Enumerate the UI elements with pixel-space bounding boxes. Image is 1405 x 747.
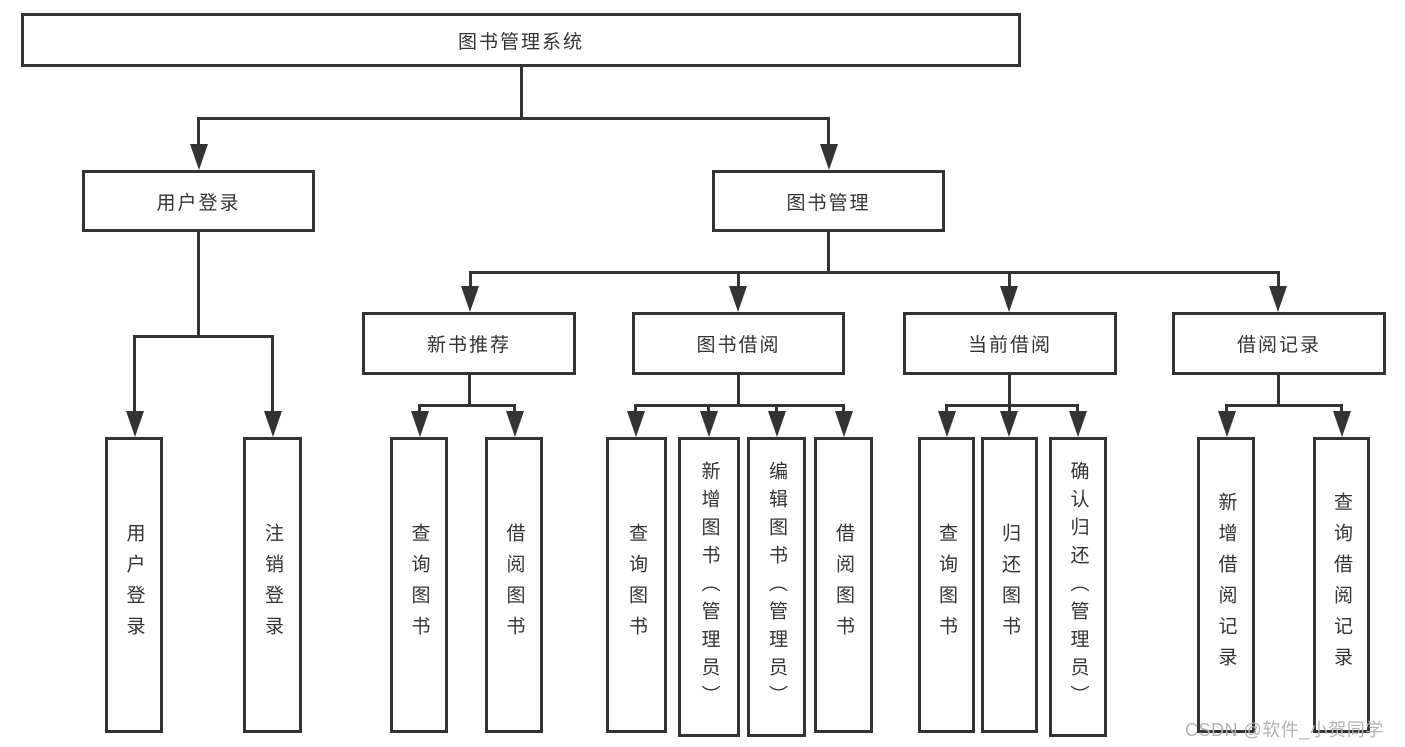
leaf-add-borrow-record: 新增借阅记录 [1197, 437, 1255, 733]
arrow-down-icon [700, 411, 718, 437]
connector-stem [133, 335, 136, 415]
connector-root-stub [520, 65, 523, 119]
arrow-down-icon [1069, 411, 1087, 437]
node-current-borrow: 当前借阅 [903, 312, 1117, 375]
arrow-down-icon [1000, 286, 1018, 312]
leaf-label: 查询图书 [936, 523, 957, 647]
connector-stub [468, 374, 471, 407]
leaf-label: 借阅图书 [833, 523, 854, 647]
connector-stem [945, 404, 948, 415]
leaf-user-login: 用户登录 [105, 437, 163, 733]
connector-userlogin-rail [133, 335, 274, 338]
connector-stem [634, 404, 637, 415]
node-book-management: 图书管理 [712, 170, 945, 232]
arrow-down-icon [1218, 411, 1236, 437]
connector-rail [418, 404, 516, 407]
arrow-down-icon [1269, 286, 1287, 312]
arrow-down-icon [411, 411, 429, 437]
node-label: 图书借阅 [696, 335, 781, 356]
node-new-book-recommend: 新书推荐 [362, 312, 576, 375]
leaf-query-books-borrow: 查询图书 [606, 437, 667, 733]
connector-bookmgmt-stub [827, 231, 830, 274]
arrow-down-icon [768, 411, 786, 437]
leaf-label: 注销登录 [262, 523, 283, 647]
leaf-label: 新增图书（管理员） [698, 461, 720, 713]
arrow-down-icon [835, 411, 853, 437]
leaf-add-book-admin: 新增图书（管理员） [678, 437, 740, 737]
arrow-down-icon [264, 411, 282, 437]
connector-rail [945, 404, 1079, 407]
leaf-query-books-recommend: 查询图书 [390, 437, 448, 733]
node-label: 用户登录 [156, 192, 241, 214]
leaf-label: 查询借阅记录 [1331, 492, 1352, 678]
leaf-label: 查询图书 [408, 523, 430, 647]
connector-stem [1340, 404, 1343, 415]
arrow-down-icon [820, 144, 838, 170]
connector-stem [827, 117, 830, 148]
connector-stem [469, 271, 472, 290]
leaf-query-books-current: 查询图书 [918, 437, 975, 733]
connector-stem [737, 271, 740, 290]
leaf-query-borrow-record: 查询借阅记录 [1313, 437, 1370, 733]
connector-stem [1225, 404, 1228, 415]
leaf-confirm-return-admin: 确认归还（管理员） [1049, 437, 1107, 737]
node-book-borrow: 图书借阅 [632, 312, 845, 375]
connector-stem [418, 404, 421, 415]
leaf-label: 用户登录 [123, 523, 145, 647]
arrow-down-icon [938, 411, 956, 437]
leaf-label: 编辑图书（管理员） [766, 461, 787, 713]
connector-stem [513, 404, 516, 415]
connector-stem [271, 335, 274, 415]
connector-stem [197, 117, 200, 148]
leaf-logout: 注销登录 [243, 437, 302, 733]
connector-stem [842, 404, 845, 415]
leaf-borrow-books: 借阅图书 [814, 437, 873, 733]
leaf-label: 借阅图书 [503, 523, 525, 647]
connector-stub [737, 374, 740, 407]
node-label: 图书管理系统 [457, 31, 584, 53]
node-label: 新书推荐 [426, 335, 511, 356]
node-borrow-records: 借阅记录 [1172, 312, 1386, 375]
connector-rail [1225, 404, 1343, 407]
leaf-return-book: 归还图书 [981, 437, 1038, 733]
connector-rail [634, 404, 845, 407]
node-label: 图书管理 [786, 192, 871, 214]
connector-stem [1008, 404, 1011, 415]
connector-stem [1008, 271, 1011, 290]
leaf-label: 归还图书 [999, 523, 1020, 647]
arrow-down-icon [729, 286, 747, 312]
arrow-down-icon [506, 411, 524, 437]
node-user-login: 用户登录 [82, 170, 315, 232]
leaf-label: 确认归还（管理员） [1067, 461, 1089, 713]
connector-stub [1008, 374, 1011, 407]
arrow-down-icon [126, 411, 144, 437]
node-root-library-system: 图书管理系统 [21, 13, 1021, 67]
arrow-down-icon [1333, 411, 1351, 437]
arrow-down-icon [461, 286, 479, 312]
connector-root-rail [197, 117, 830, 120]
connector-stem [1277, 271, 1280, 290]
connector-stem [775, 404, 778, 415]
arrow-down-icon [190, 144, 208, 170]
leaf-edit-book-admin: 编辑图书（管理员） [747, 437, 806, 737]
leaf-borrow-books-recommend: 借阅图书 [485, 437, 543, 733]
arrow-down-icon [627, 411, 645, 437]
leaf-label: 查询图书 [626, 523, 647, 647]
csdn-watermark: CSDN @软件_小贺同学 [1185, 720, 1384, 740]
connector-userlogin-stub [197, 231, 200, 338]
connector-stem [707, 404, 710, 415]
leaf-label: 新增借阅记录 [1215, 492, 1237, 678]
connector-stem [1076, 404, 1079, 415]
node-label: 当前借阅 [967, 335, 1052, 356]
arrow-down-icon [1000, 411, 1018, 437]
connector-stub [1277, 374, 1280, 407]
node-label: 借阅记录 [1236, 335, 1321, 356]
connector-bookmgmt-rail [469, 271, 1280, 274]
